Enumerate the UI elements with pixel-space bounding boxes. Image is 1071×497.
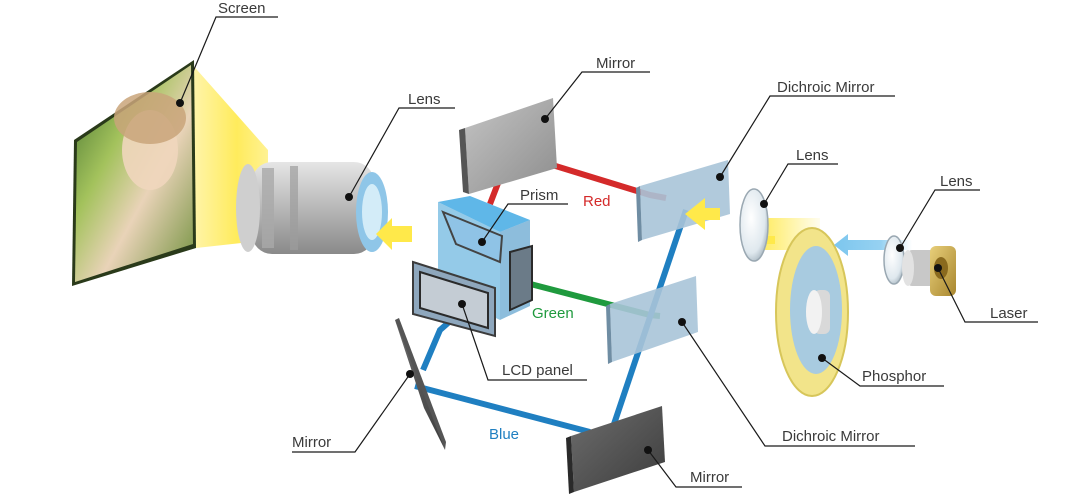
leader-mirror-left: [292, 373, 411, 453]
label-dichroic-mirror-top: Dichroic Mirror: [777, 79, 875, 96]
label-lens-middle: Lens: [796, 147, 829, 164]
label-dichroic-mirror-bottom: Dichroic Mirror: [782, 428, 880, 445]
blue-beam: [420, 320, 450, 372]
label-mirror-top: Mirror: [596, 55, 635, 72]
mirror-left: [395, 318, 446, 450]
anchor-mirror-left: [406, 370, 414, 378]
anchor-screen: [176, 99, 184, 107]
phosphor-wheel: [775, 227, 849, 397]
leader-mirror-top: [544, 71, 650, 120]
lens-middle: [739, 188, 769, 262]
label-laser: Laser: [990, 305, 1028, 322]
leader-lens-middle: [763, 163, 838, 205]
dichroic-mirror-top: [636, 160, 730, 242]
anchor-phosphor: [818, 354, 826, 362]
anchor-lens-projection: [345, 193, 353, 201]
projection-screen: [72, 60, 196, 286]
label-lens-laser: Lens: [940, 173, 973, 190]
prism-assembly: [412, 196, 533, 338]
anchor-lens-laser: [896, 244, 904, 252]
anchor-prism: [478, 238, 486, 246]
leader-mirror-bottom: [647, 449, 742, 488]
label-red-beam: Red: [583, 193, 611, 210]
projection-lens: [236, 162, 388, 254]
anchor-laser: [934, 264, 942, 272]
anchor-lcd-panel: [458, 300, 466, 308]
leader-laser: [937, 267, 1038, 323]
leader-phosphor: [821, 357, 944, 387]
phosphor-light-arrow: [685, 198, 720, 230]
label-mirror-bottom: Mirror: [690, 469, 729, 486]
output-light-arrow: [376, 218, 412, 250]
leader-lens-projection: [348, 107, 455, 198]
blue-beam-lower: [414, 383, 591, 435]
label-lens-projection: Lens: [408, 91, 441, 108]
dichroic-mirror-bottom: [606, 276, 698, 364]
leader-lcd-panel: [461, 303, 587, 381]
anchor-dichroic-bottom: [678, 318, 686, 326]
anchor-dichroic-top: [716, 173, 724, 181]
anchor-mirror-bottom: [644, 446, 652, 454]
anchor-mirror-top: [541, 115, 549, 123]
anchor-lens-middle: [760, 200, 768, 208]
leader-lens-laser: [899, 189, 980, 249]
label-blue-beam: Blue: [489, 426, 519, 443]
leader-dichroic-bottom: [681, 321, 915, 447]
mirror-top: [459, 98, 557, 194]
label-prism: Prism: [520, 187, 558, 204]
label-lcd-panel: LCD panel: [502, 362, 573, 379]
leader-screen: [179, 16, 278, 104]
laser-beam: [834, 234, 912, 256]
label-green-beam: Green: [532, 305, 574, 322]
label-phosphor: Phosphor: [862, 368, 926, 385]
leader-prism: [481, 203, 568, 243]
leader-dichroic-top: [719, 95, 895, 178]
mirror-bottom: [566, 406, 665, 494]
lens-laser: [883, 235, 905, 285]
label-mirror-left: Mirror: [292, 434, 331, 451]
label-screen: Screen: [218, 0, 266, 17]
laser-module: [902, 246, 956, 296]
